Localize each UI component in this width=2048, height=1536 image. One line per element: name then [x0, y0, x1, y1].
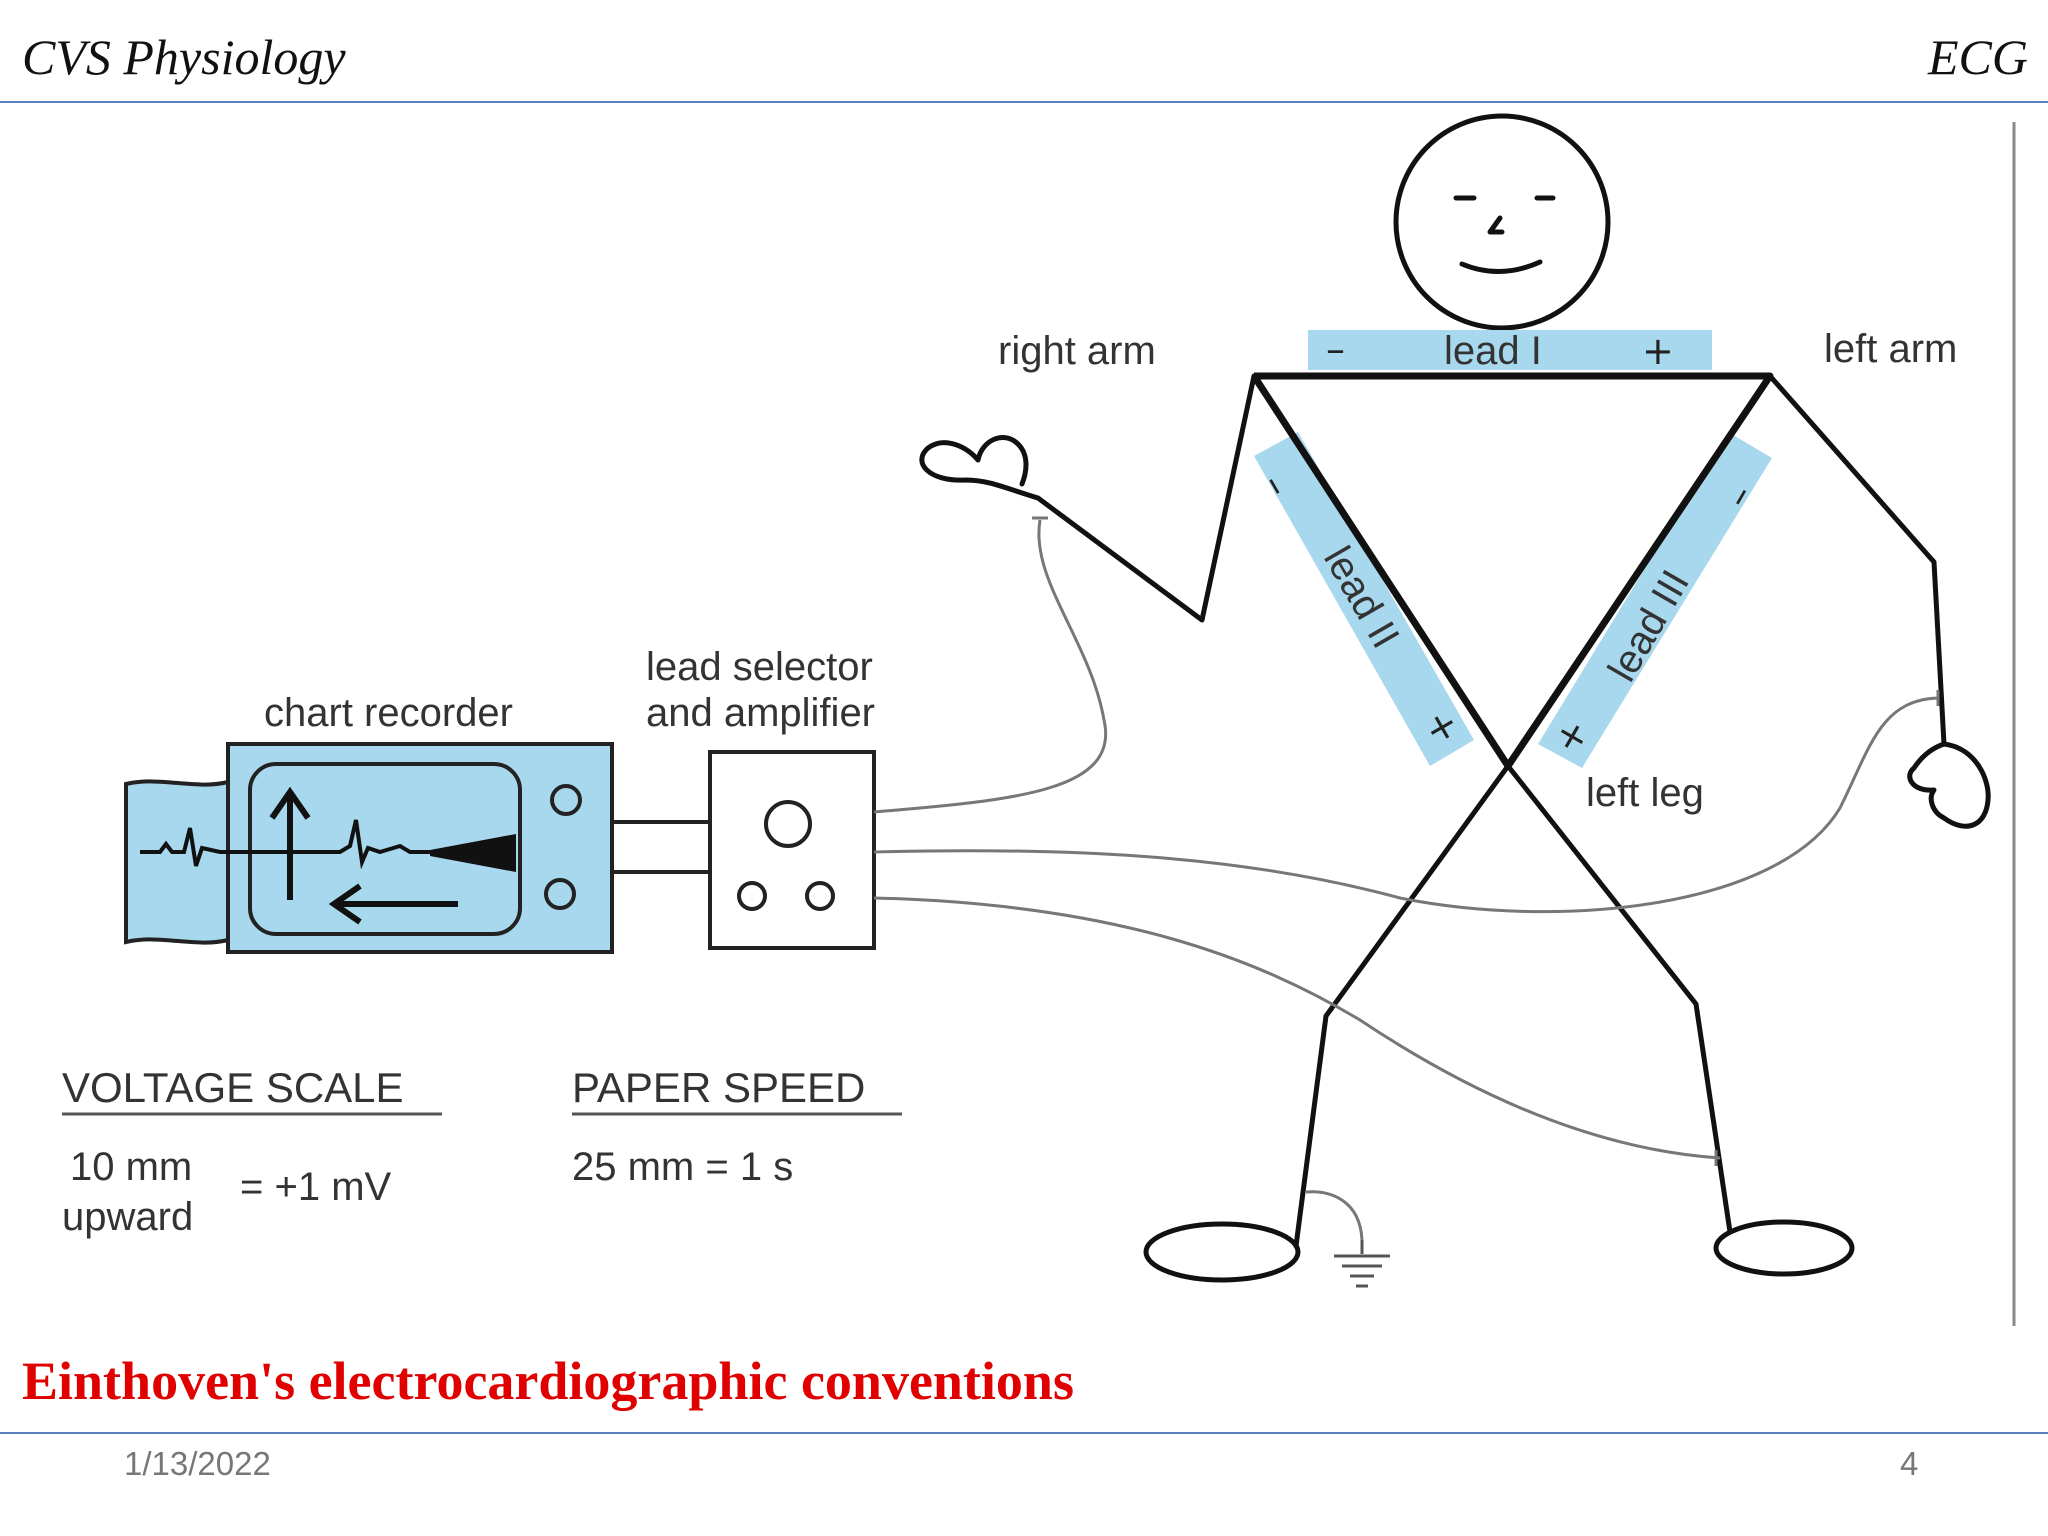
stick-figure — [919, 113, 1991, 1283]
lead-ii-label: lead II — [1315, 539, 1408, 655]
right-arm-label: right arm — [998, 329, 1156, 373]
wire-ground — [1305, 1190, 1364, 1241]
lead-i-plus: + — [1642, 329, 1674, 373]
left-hand — [1907, 741, 1991, 829]
lead-i-band — [1308, 330, 1712, 370]
wire-left-arm — [873, 696, 1939, 914]
ecg-trace — [140, 819, 460, 870]
left-foot — [1143, 1221, 1301, 1283]
topic-title: ECG — [1928, 29, 2028, 85]
slide-date: 1/13/2022 — [124, 1445, 271, 1482]
selector-label-line1: lead selector — [646, 645, 873, 689]
recorder-knob-bottom — [544, 878, 576, 910]
recorder-screen — [248, 762, 522, 936]
right-hand — [919, 434, 1041, 501]
wire-right-arm — [873, 519, 1108, 814]
lead-ii-band — [1254, 432, 1474, 766]
chart-recorder-label: chart recorder — [264, 691, 513, 735]
chart-recorder — [124, 742, 614, 954]
lead-iii-band — [1538, 432, 1772, 768]
course-title: CVS Physiology — [22, 29, 346, 85]
recorder-body — [226, 742, 614, 954]
paper-speed-value: 25 mm = 1 s — [572, 1145, 793, 1189]
selector-label-line2: and amplifier — [646, 691, 875, 735]
recorder-paper — [124, 779, 230, 945]
header-divider — [0, 101, 2048, 103]
left-arm-label: left arm — [1824, 327, 1957, 371]
selector-knob-left — [737, 881, 767, 911]
face-mouth — [1459, 259, 1543, 274]
recorder-knob-top — [550, 784, 582, 816]
ground-icon — [1334, 1240, 1390, 1288]
recorder-up-arrow-head — [269, 786, 311, 820]
right-foot — [1713, 1219, 1855, 1277]
left-leg-label: left leg — [1586, 771, 1704, 815]
recorder-left-arrow-head — [328, 883, 362, 925]
lead-i-minus: – — [1326, 327, 1345, 371]
wire-left-leg — [873, 896, 1721, 1160]
voltage-line2: upward — [62, 1195, 193, 1239]
voltage-line1: 10 mm — [70, 1145, 192, 1189]
selector-knob-right — [805, 881, 835, 911]
lead-i-label: lead I — [1444, 329, 1542, 373]
einthoven-triangle — [1251, 372, 1774, 770]
leg-left-line — [1293, 763, 1511, 1249]
figure-caption: Einthoven's electrocardiographic convent… — [22, 1351, 1074, 1411]
selector-knob-top — [764, 800, 812, 848]
voltage-value: = +1 mV — [240, 1165, 392, 1209]
right-arm-line — [1035, 373, 1257, 623]
recorder-pen — [430, 834, 516, 872]
electrode-wires — [873, 516, 1940, 1241]
leg-right-line — [1505, 763, 1733, 1235]
paper-speed-heading: PAPER SPEED — [572, 1064, 865, 1111]
head — [1393, 113, 1611, 331]
left-arm-line — [1767, 373, 1947, 747]
voltage-scale-heading: VOLTAGE SCALE — [62, 1064, 404, 1111]
footer-divider — [0, 1432, 2048, 1434]
face-nose — [1487, 215, 1505, 235]
slide-number: 4 — [1900, 1445, 1919, 1482]
lead-selector-box — [708, 750, 876, 950]
